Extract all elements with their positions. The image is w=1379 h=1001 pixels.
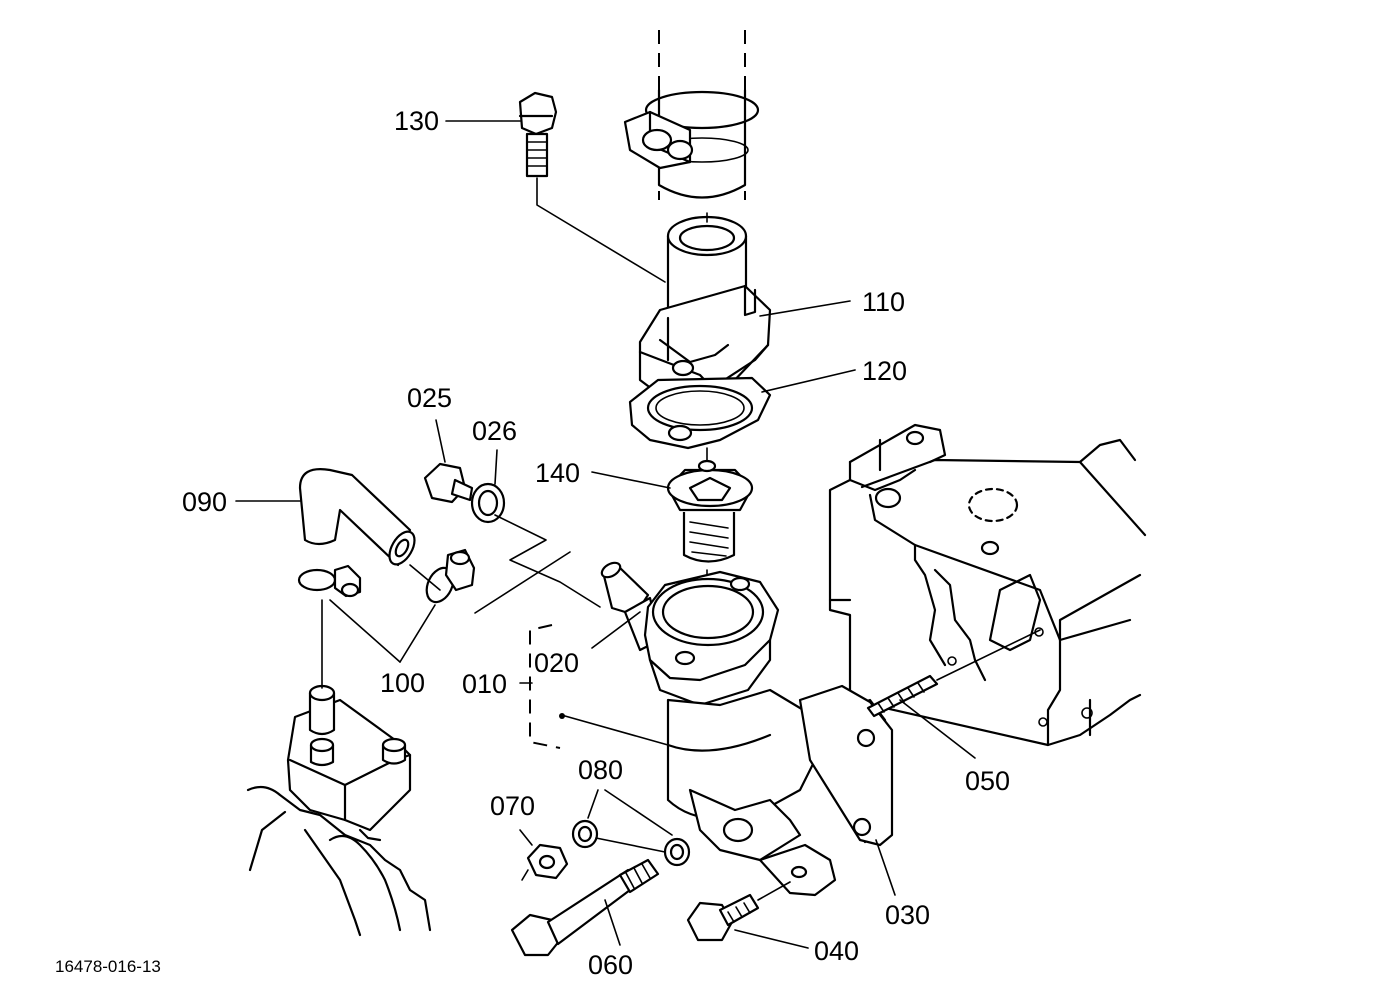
label-080: 080 <box>578 755 623 785</box>
washer-080a <box>571 819 599 849</box>
label-140: 140 <box>535 458 580 488</box>
bolt-040 <box>686 881 809 949</box>
thermostat-cover-110 <box>638 212 772 402</box>
stud-050 <box>866 629 1041 759</box>
washer-026 <box>470 449 601 608</box>
label-026: 026 <box>472 416 517 446</box>
gasket-030 <box>798 684 896 896</box>
label-110: 110 <box>862 287 905 317</box>
label-030: 030 <box>885 900 930 930</box>
bolt-130 <box>518 91 666 283</box>
figure-code: 16478-016-13 <box>55 957 161 976</box>
thermostat-housing-010 <box>529 561 892 897</box>
hose-clamp-100b <box>399 548 571 663</box>
label-120: 120 <box>862 356 907 386</box>
washer-080b <box>587 789 691 867</box>
bolt-060 <box>510 858 660 957</box>
label-040: 040 <box>814 936 859 966</box>
label-050: 050 <box>965 766 1010 796</box>
pump-casting-outline <box>246 684 432 937</box>
label-020: 020 <box>534 648 579 678</box>
plug-025 <box>423 419 474 504</box>
label-090: 090 <box>182 487 227 517</box>
nut-070 <box>519 829 569 881</box>
upper-hose <box>623 30 760 200</box>
hose-090 <box>298 468 441 591</box>
hose-clamp-100a <box>297 564 401 689</box>
label-060: 060 <box>588 950 633 980</box>
label-010: 010 <box>462 669 507 699</box>
engine-block-outline <box>828 423 1147 747</box>
label-130: 130 <box>394 106 439 136</box>
gasket-120 <box>628 376 772 450</box>
label-070: 070 <box>490 791 535 821</box>
label-100: 100 <box>380 668 425 698</box>
leader-lines <box>235 120 856 684</box>
label-025: 025 <box>407 383 452 413</box>
